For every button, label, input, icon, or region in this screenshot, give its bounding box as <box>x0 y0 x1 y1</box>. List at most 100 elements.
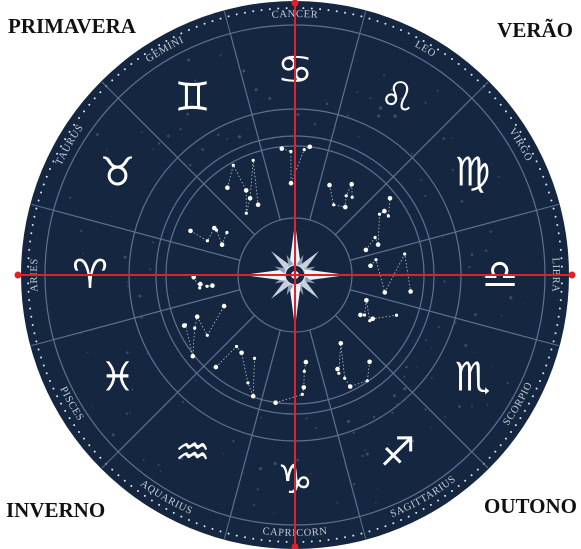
rim-dot <box>83 110 85 112</box>
bg-star <box>400 402 401 403</box>
rim-dot <box>286 7 288 9</box>
rim-dot <box>392 522 394 524</box>
constellation-star <box>374 258 377 261</box>
bg-star <box>358 136 359 137</box>
constellation-star <box>388 196 393 201</box>
bg-star <box>347 420 350 423</box>
rim-dot <box>88 444 90 446</box>
constellation-star <box>198 286 201 289</box>
rim-dot <box>444 53 446 55</box>
bg-star <box>141 131 143 133</box>
rim-dot <box>377 20 379 22</box>
rim-dot <box>211 528 213 530</box>
rim-dot <box>555 332 557 334</box>
rim-dot <box>524 138 526 140</box>
taurus-glyph-icon: ♉ <box>100 150 136 196</box>
bg-star <box>431 347 432 348</box>
rim-dot <box>360 15 362 17</box>
bg-star <box>187 58 190 61</box>
constellation-star <box>302 385 307 390</box>
bg-star <box>242 69 245 72</box>
rim-dot <box>344 12 346 14</box>
constellation-star <box>303 148 306 151</box>
bg-star <box>353 483 355 485</box>
rim-dot <box>311 8 313 10</box>
rim-dot <box>38 348 40 350</box>
rim-dot <box>196 522 198 524</box>
bg-star <box>158 142 160 144</box>
constellation-star <box>206 239 209 242</box>
rim-dot <box>43 184 45 186</box>
bg-star <box>189 164 191 166</box>
constellation-star <box>387 214 390 217</box>
bg-star <box>127 285 129 287</box>
bg-star <box>431 377 433 379</box>
rim-dot <box>458 485 460 487</box>
bg-star <box>80 332 82 334</box>
rim-dot <box>528 145 530 147</box>
bg-star <box>138 295 141 298</box>
rim-dot <box>489 91 491 93</box>
bg-star <box>403 387 406 390</box>
rim-dot <box>560 249 562 251</box>
bg-star <box>391 412 393 414</box>
bg-star <box>149 268 151 270</box>
bg-star <box>452 137 454 139</box>
constellation-star <box>337 372 340 375</box>
virgo-glyph-icon: ♍ <box>455 150 491 196</box>
rim-dot <box>28 257 30 259</box>
rim-dot <box>173 512 175 514</box>
rim-dot <box>158 44 160 46</box>
rim-dot <box>510 431 512 433</box>
bg-star <box>468 266 470 268</box>
constellation-star <box>335 367 340 372</box>
rim-dot <box>515 424 517 426</box>
constellation-star <box>370 317 375 322</box>
bg-star <box>424 102 426 104</box>
rim-dot <box>269 8 271 10</box>
constellation-star <box>225 231 228 234</box>
rim-dot <box>515 124 517 126</box>
rim-dot <box>40 357 42 359</box>
constellation-star <box>188 229 193 234</box>
rim-dot <box>73 124 75 126</box>
bg-star <box>474 313 477 316</box>
constellation-star <box>366 379 369 382</box>
bg-star <box>314 123 316 125</box>
rim-dot <box>244 536 246 538</box>
bg-star <box>127 282 128 283</box>
rim-dot <box>451 58 453 60</box>
constellation-star <box>248 196 253 201</box>
bg-star <box>315 427 317 429</box>
bg-star <box>201 148 204 151</box>
rim-dot <box>489 457 491 459</box>
rim-dot <box>158 504 160 506</box>
rim-dot <box>144 495 146 497</box>
rim-dot <box>471 74 473 76</box>
bg-star <box>403 375 405 377</box>
constellation-star <box>376 242 381 247</box>
rim-dot <box>556 324 558 326</box>
rim-dot <box>27 282 29 284</box>
rim-dot <box>33 216 35 218</box>
rim-dot <box>137 58 139 60</box>
rim-dot <box>352 13 354 15</box>
rim-dot <box>64 410 66 412</box>
bg-star <box>361 455 363 457</box>
bg-star <box>147 353 148 354</box>
bg-star <box>444 416 446 418</box>
constellation-star <box>345 194 348 197</box>
red-axes <box>15 0 576 549</box>
rim-dot <box>130 485 132 487</box>
bg-star <box>160 471 161 472</box>
rim-dot <box>430 44 432 46</box>
pisces-glyph-icon: ♓ <box>100 355 136 401</box>
rim-dot <box>46 372 48 374</box>
rim-dot <box>60 403 62 405</box>
bg-star <box>475 352 476 353</box>
rim-dot <box>94 97 96 99</box>
constellation-star <box>374 236 377 239</box>
constellation-star <box>408 289 413 294</box>
constellation-star <box>245 212 248 215</box>
rim-dot <box>99 457 101 459</box>
